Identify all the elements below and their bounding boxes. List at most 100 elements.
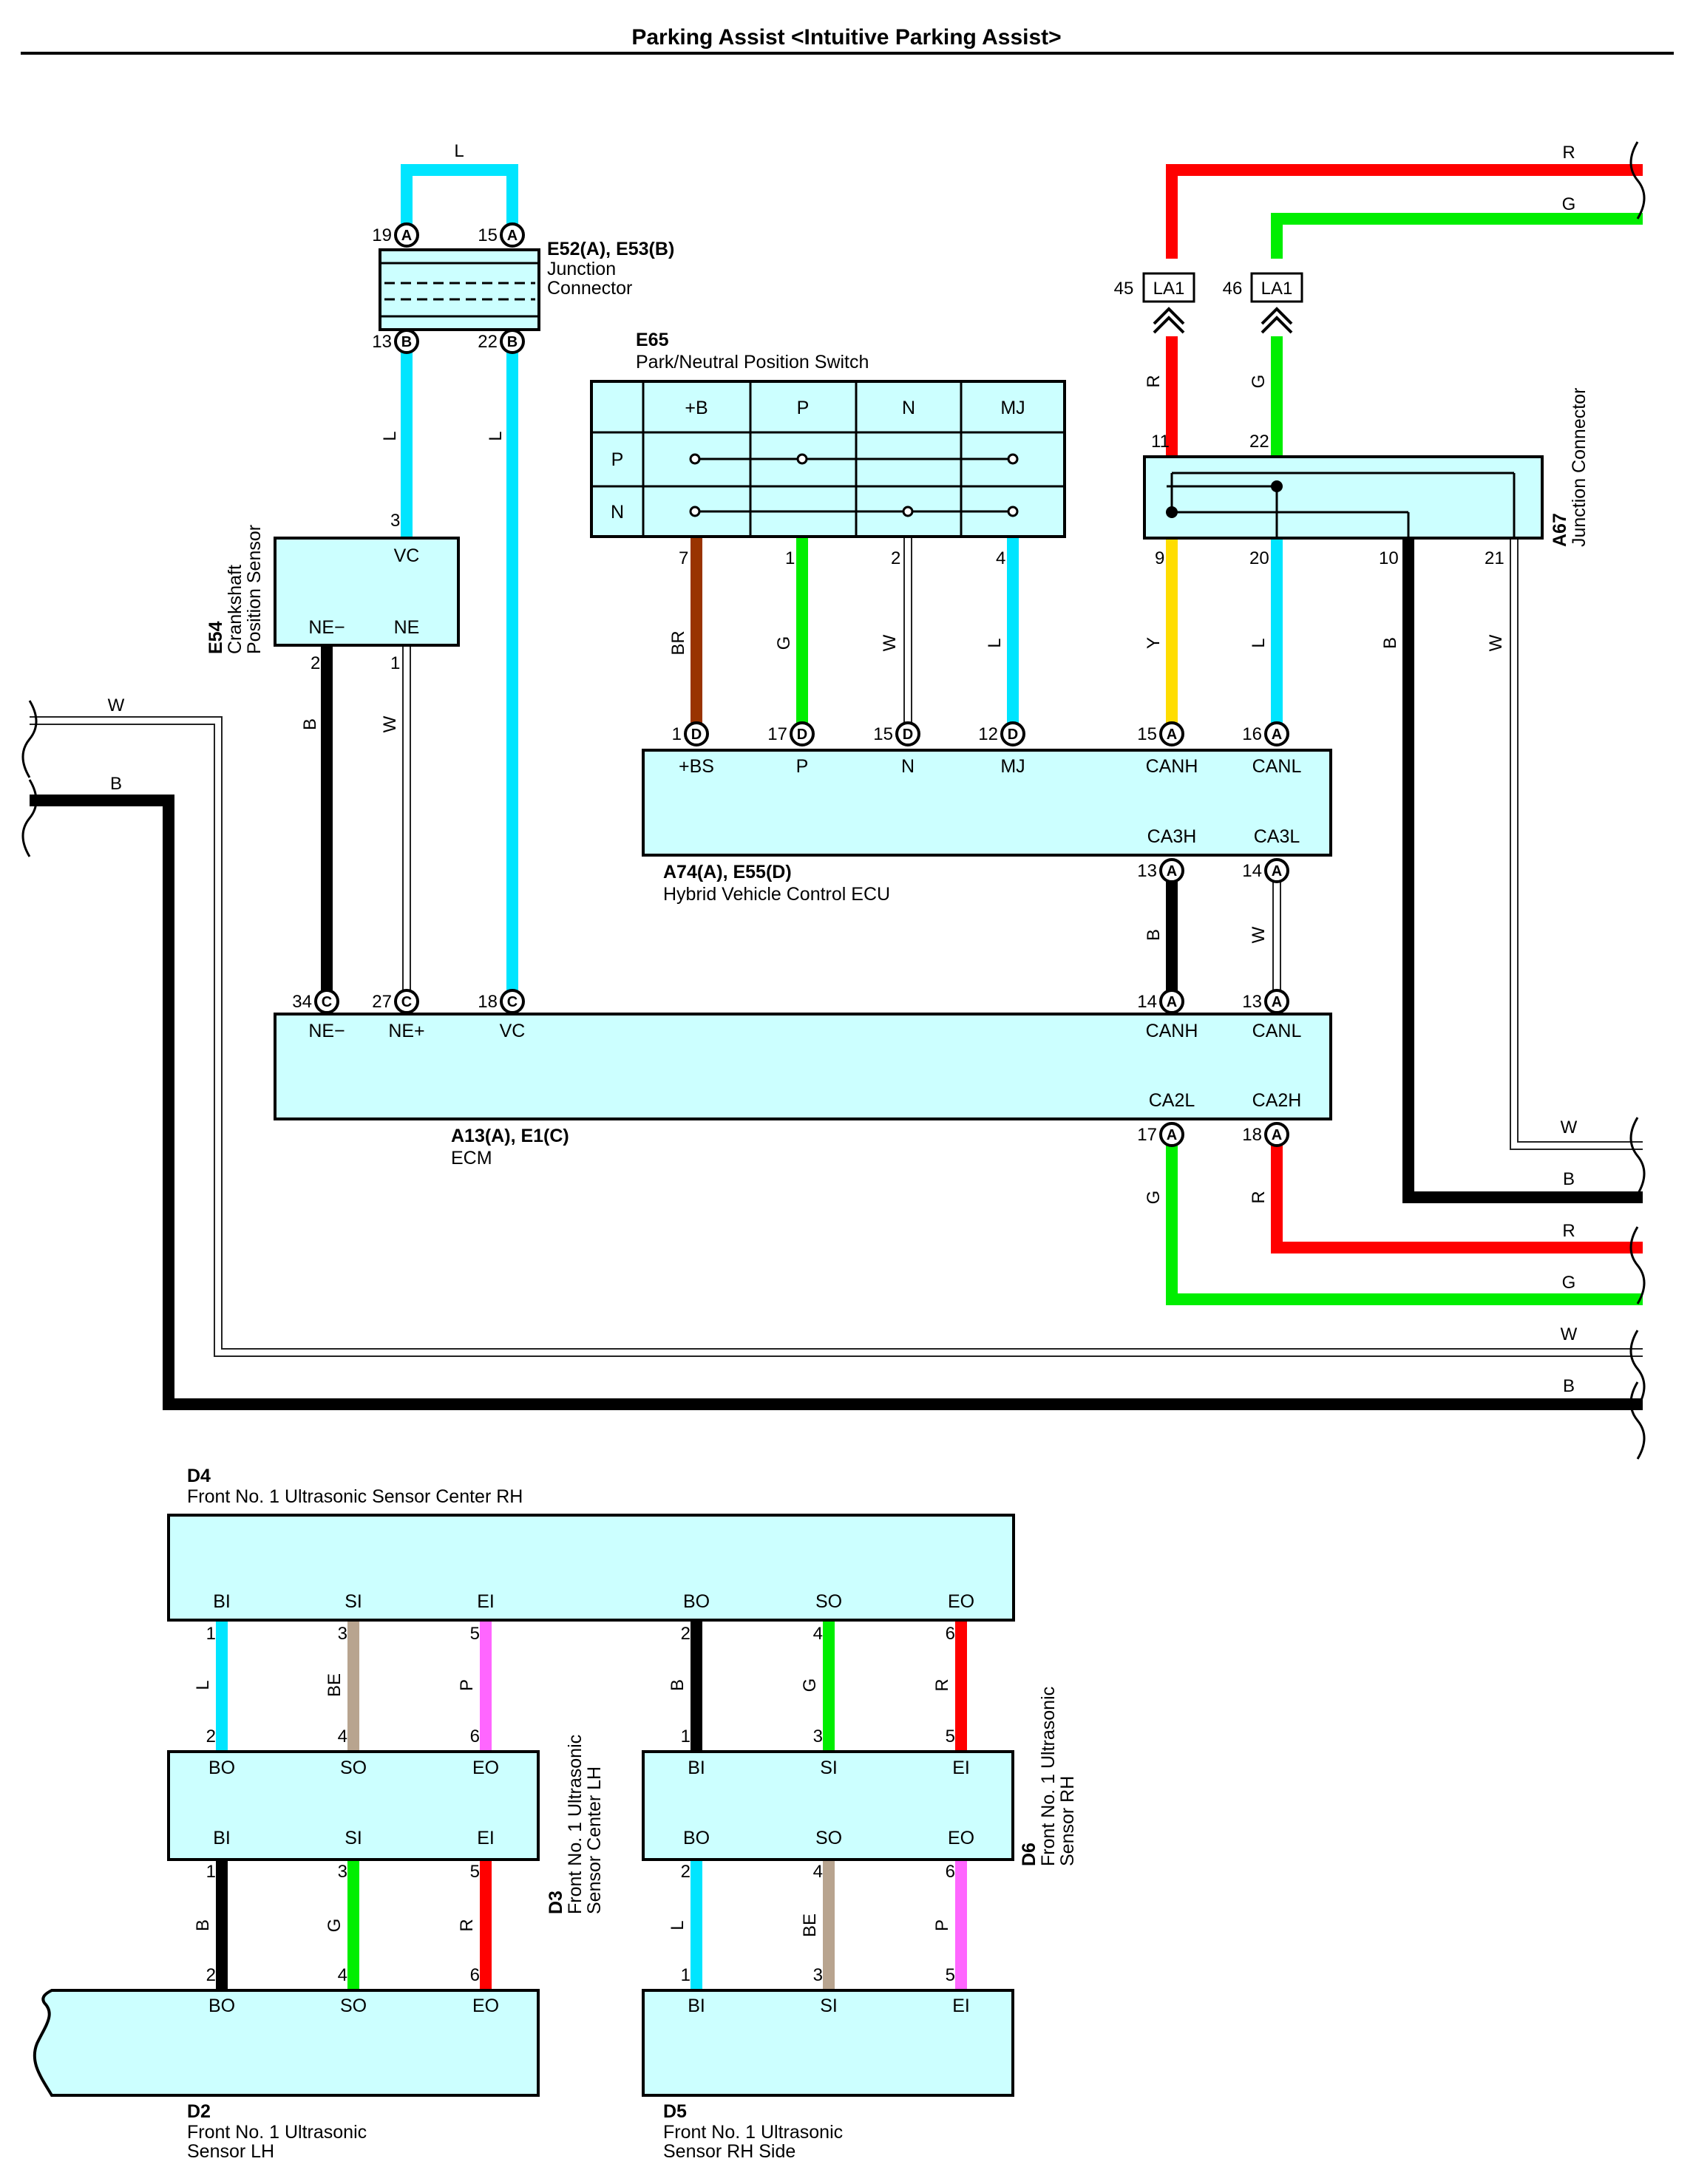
- static-text: 1: [785, 548, 795, 568]
- static-text: W: [1561, 1324, 1578, 1344]
- static-text: 5: [470, 1862, 480, 1882]
- static-text: BI: [688, 1996, 705, 2016]
- d5-code: D5: [663, 2101, 687, 2122]
- static-text: B: [193, 1919, 213, 1931]
- connector-pin: A14: [1242, 858, 1289, 883]
- svg-text:A: A: [507, 228, 518, 244]
- switch-col-mj: MJ: [1000, 398, 1025, 418]
- static-text: 1: [390, 653, 400, 673]
- static-text: G: [1562, 194, 1576, 214]
- static-text: BI: [213, 1591, 231, 1612]
- d2-sensor-lh: [33, 1989, 540, 2097]
- static-text: 4: [813, 1624, 823, 1644]
- connector-pin: A13: [1137, 858, 1184, 883]
- svg-text:B: B: [401, 334, 412, 350]
- wire-b-a67-right: [1402, 538, 1643, 1203]
- svg-text:D: D: [691, 727, 702, 743]
- static-text: NE−: [308, 1021, 345, 1041]
- static-text: EO: [948, 1591, 974, 1612]
- static-text: L: [1249, 638, 1269, 647]
- svg-text:34: 34: [292, 992, 312, 1012]
- a13-name: ECM: [451, 1148, 492, 1168]
- switch-row-n: N: [611, 502, 624, 523]
- static-text: R: [932, 1678, 952, 1691]
- a67-code: A67: [1550, 513, 1570, 547]
- d3-sensor-center-lh: [167, 1750, 540, 1861]
- static-text: SI: [820, 1758, 838, 1778]
- static-text: G: [774, 636, 794, 650]
- svg-text:A: A: [1272, 863, 1282, 880]
- d3-name-1: Front No. 1 Ultrasonic: [565, 1735, 586, 1914]
- a74-name: Hybrid Vehicle Control ECU: [663, 884, 890, 905]
- static-text: 21: [1485, 548, 1504, 568]
- static-text: SI: [345, 1591, 362, 1612]
- static-text: P: [457, 1679, 477, 1691]
- static-text: 3: [338, 1862, 347, 1882]
- static-text: 2: [311, 653, 320, 673]
- switch-col-n: N: [902, 398, 915, 418]
- static-text: BO: [683, 1828, 710, 1848]
- svg-text:22: 22: [478, 332, 498, 352]
- e65-name: Park/Neutral Position Switch: [636, 352, 869, 372]
- svg-text:12: 12: [978, 724, 998, 744]
- a13-code: A13(A), E1(C): [451, 1126, 569, 1146]
- static-text: CA3L: [1254, 826, 1300, 847]
- static-text: G: [1144, 1191, 1164, 1205]
- svg-text:A: A: [1167, 994, 1177, 1010]
- svg-text:18: 18: [478, 992, 498, 1012]
- svg-text:19: 19: [372, 225, 392, 245]
- static-text: 6: [946, 1624, 955, 1644]
- page-title: Parking Assist <Intuitive Parking Assist…: [631, 25, 1061, 50]
- connector-pin: B22: [478, 329, 525, 354]
- static-text: CANH: [1146, 1021, 1198, 1041]
- d6-name-1: Front No. 1 Ultrasonic: [1038, 1687, 1059, 1866]
- svg-text:A: A: [401, 228, 412, 244]
- svg-text:1: 1: [672, 724, 682, 744]
- static-text: P: [932, 1919, 952, 1931]
- static-text: CA2L: [1149, 1090, 1195, 1111]
- static-text: BO: [208, 1996, 235, 2016]
- static-text: 2: [206, 1965, 216, 1985]
- a74-code: A74(A), E55(D): [663, 862, 792, 882]
- switch-col-p: P: [797, 398, 810, 418]
- static-text: 3: [813, 1727, 823, 1746]
- static-text: 6: [470, 1965, 480, 1985]
- static-text: 5: [946, 1965, 955, 1985]
- static-text: R: [1562, 143, 1575, 163]
- connector-pin: A 15: [478, 222, 525, 248]
- static-text: R: [1249, 1191, 1269, 1203]
- a67-name: Junction Connector: [1569, 388, 1589, 547]
- svg-text:13: 13: [1137, 861, 1157, 881]
- static-text: G: [1562, 1273, 1576, 1293]
- static-text: Y: [1144, 637, 1164, 649]
- static-text: B: [110, 774, 122, 794]
- la1-pin-right: 46: [1223, 279, 1243, 299]
- static-text: 1: [206, 1862, 216, 1882]
- e54-crankshaft-sensor: [274, 537, 460, 647]
- d5-name-2: Sensor RH Side: [663, 2141, 795, 2162]
- static-text: SO: [340, 1996, 367, 2016]
- static-text: L: [454, 141, 464, 161]
- la1-label-left: LA1: [1153, 279, 1185, 299]
- svg-text:17: 17: [1137, 1125, 1157, 1145]
- connector-pin: B13: [372, 329, 419, 354]
- d3-code: D3: [546, 1891, 566, 1914]
- static-text: 2: [681, 1624, 691, 1644]
- e52-junction-connector: [379, 248, 540, 331]
- static-text: 7: [679, 548, 688, 568]
- static-text: 11: [1151, 432, 1170, 452]
- svg-text:C: C: [322, 994, 332, 1010]
- wires: [30, 164, 1643, 1990]
- static-text: 2: [891, 548, 900, 568]
- svg-text:15: 15: [478, 225, 498, 245]
- static-text: CANL: [1252, 1021, 1302, 1041]
- connector-pin: C27: [372, 989, 419, 1014]
- static-text: B: [300, 718, 320, 730]
- la1-connectors: LA1 45 LA1 46: [1114, 272, 1303, 334]
- static-text: 9: [1155, 548, 1164, 568]
- wire-r-ca2h: [1271, 1134, 1643, 1253]
- static-text: B: [1144, 929, 1164, 941]
- a74-hybrid-ecu: [642, 749, 1332, 857]
